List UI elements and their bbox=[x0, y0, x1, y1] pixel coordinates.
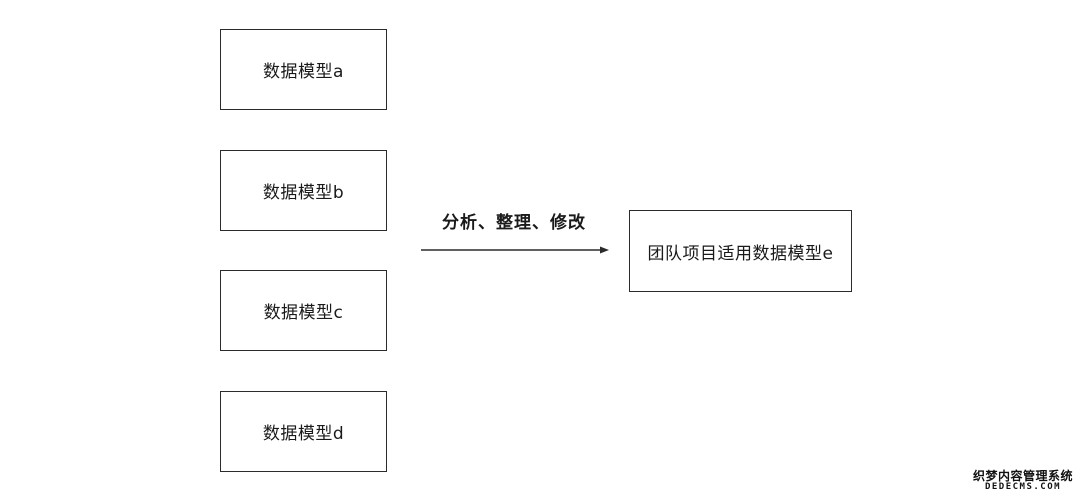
data-model-a-box: 数据模型a bbox=[220, 29, 387, 110]
watermark-logo: 织梦内容管理系统 DEDECMS.COM bbox=[972, 468, 1073, 493]
data-model-c-box: 数据模型c bbox=[220, 270, 387, 351]
watermark-en-text: DEDECMS.COM bbox=[984, 482, 1062, 493]
target-data-model-e-label: 团队项目适用数据模型e bbox=[647, 243, 834, 264]
data-model-c-label: 数据模型c bbox=[263, 303, 344, 323]
data-model-b-label: 数据模型b bbox=[262, 183, 345, 203]
data-model-a-label: 数据模型a bbox=[263, 62, 344, 82]
process-label: 分析、整理、修改 bbox=[442, 213, 586, 233]
data-model-d-label: 数据模型d bbox=[262, 424, 345, 444]
watermark-cn-text: 织梦内容管理系统 bbox=[972, 468, 1073, 483]
target-data-model-e-box: 团队项目适用数据模型e bbox=[629, 210, 852, 292]
data-model-b-box: 数据模型b bbox=[220, 150, 387, 231]
process-arrow bbox=[421, 246, 609, 254]
data-model-d-box: 数据模型d bbox=[220, 391, 387, 472]
